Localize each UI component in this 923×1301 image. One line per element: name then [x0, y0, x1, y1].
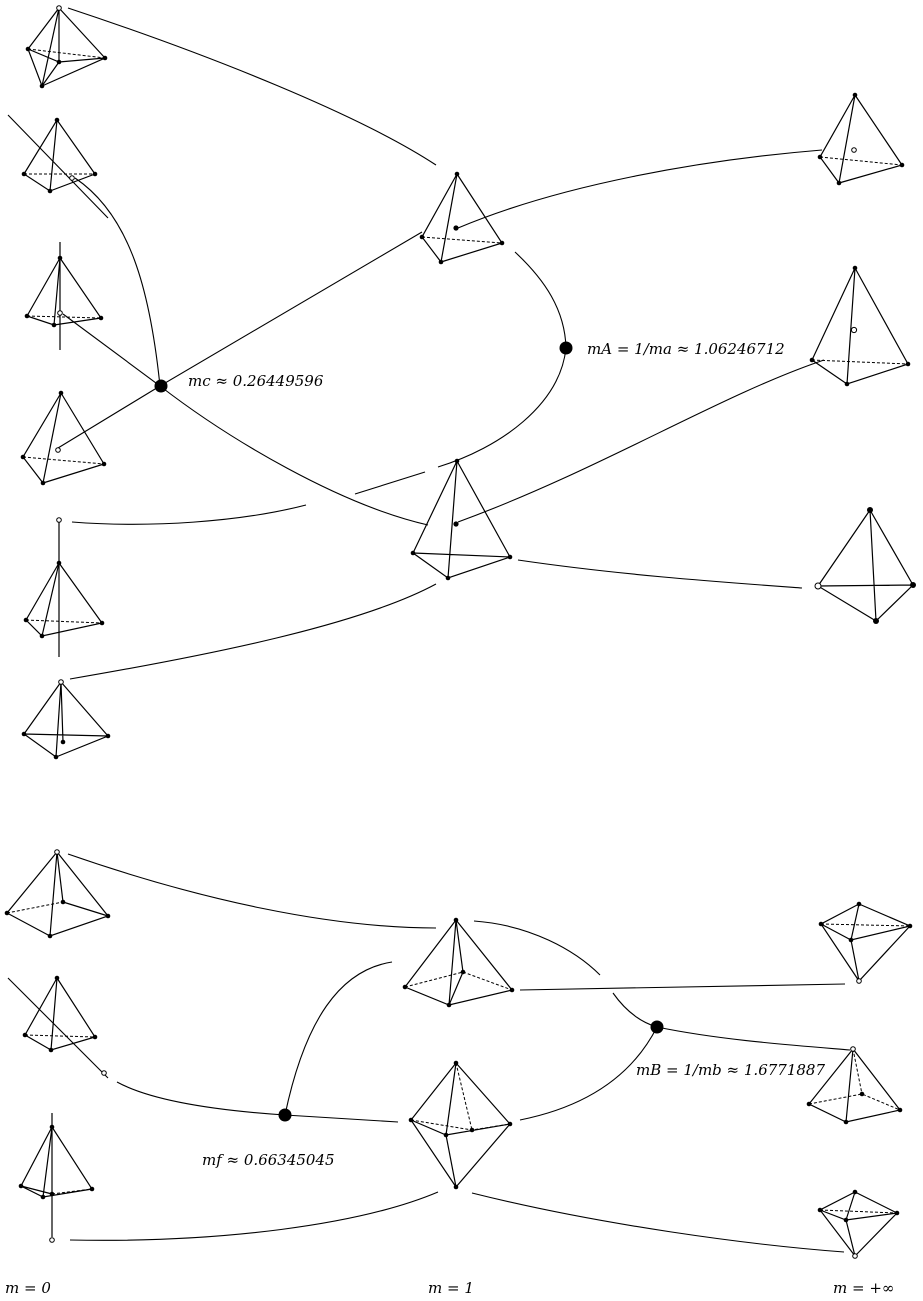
curve-top2-to-mc: [74, 177, 161, 387]
curve-top3-to-mc: [62, 313, 161, 387]
curve-mc-to-mid1: [159, 231, 423, 387]
polyhedron-bottom-left-1: [4, 849, 111, 939]
polyhedron-top-mid-2: [410, 458, 513, 581]
bifurcation-point-mA: [559, 341, 573, 355]
polyhedron-top-left-5: [23, 517, 105, 657]
label-mB: mB = 1/mb ≈ 1.6771887: [636, 1061, 825, 1079]
polyhedron-top-left-1: [25, 5, 108, 89]
curve-mB-to-right2: [656, 1026, 851, 1051]
polyhedron-bottom-left-3: [18, 1113, 95, 1243]
polyhedron-top-right-3: [814, 507, 916, 624]
axis-label-m1: m = 1: [428, 1279, 474, 1297]
polyhedron-top-right-1: [817, 92, 905, 186]
top-curves: [7, 7, 825, 680]
curve-top1-to-mid1: [67, 7, 437, 166]
bifurcation-point-mf: [278, 1108, 292, 1122]
curve-mid2-to-right3: [517, 559, 803, 589]
polyhedron-bottom-right-2: [806, 1046, 903, 1125]
curve-bmid2-to-right3: [471, 1192, 845, 1253]
polyhedron-bottom-mid-1: [402, 917, 515, 1008]
polyhedron-top-left-6: [21, 679, 111, 760]
polyhedron-bottom-right-3: [817, 1189, 900, 1259]
label-mf: mf ≈ 0.66345045: [202, 1151, 335, 1169]
curve-b3-to-bmid2: [69, 1191, 439, 1241]
curve-mid1-to-mA: [514, 251, 567, 349]
curve-mid1-to-right1: [457, 149, 823, 229]
polyhedron-top-left-2: [21, 117, 98, 194]
label-mA: mA = 1/ma ≈ 1.06246712: [587, 340, 785, 358]
curve-b1-to-bmid1: [67, 853, 437, 929]
polyhedron-bottom-right-1: [818, 901, 913, 984]
polyhedron-top-mid-1: [419, 171, 505, 265]
polyhedron-top-left-3: [24, 242, 104, 350]
label-mc: mc ≈ 0.26449596: [188, 372, 324, 390]
curve-mA-to-gap: [437, 347, 567, 468]
bifurcation-point-mc: [154, 379, 168, 393]
curve-mf-to-bmid2: [284, 1114, 399, 1123]
polyhedron-top-left-4: [20, 390, 107, 486]
curve-mB-to-bmid2: [519, 1026, 658, 1121]
curve-b2-diagonal: [7, 977, 109, 1079]
curve-mc-to-mid2: [159, 385, 429, 526]
polyhedron-top-right-2: [809, 265, 911, 387]
polyhedron-bottom-left-2: [22, 975, 107, 1076]
curve-gap-left: [354, 471, 426, 495]
curve-b2-to-mf: [116, 1081, 286, 1116]
axis-label-m0: m = 0: [5, 1279, 51, 1297]
curve-top6-to-mid2: [69, 583, 437, 680]
curve-bmid1-arc: [473, 920, 601, 976]
curve-mid2-to-right2: [457, 359, 825, 523]
curve-top5-to-gap: [71, 504, 307, 525]
polyhedron-bottom-mid-2: [408, 1060, 513, 1190]
curve-bmid1-to-right1: [519, 983, 846, 991]
curve-mf-to-bmid1: [284, 961, 393, 1116]
curve-top4-to-mc: [57, 385, 161, 449]
axis-label-minf: m = +∞: [833, 1279, 894, 1297]
bifurcation-point-mB: [650, 1020, 664, 1034]
bottom-curves: [7, 853, 851, 1253]
curve-top2-diagonal: [7, 114, 109, 219]
curve-branch-to-mB: [612, 992, 658, 1028]
